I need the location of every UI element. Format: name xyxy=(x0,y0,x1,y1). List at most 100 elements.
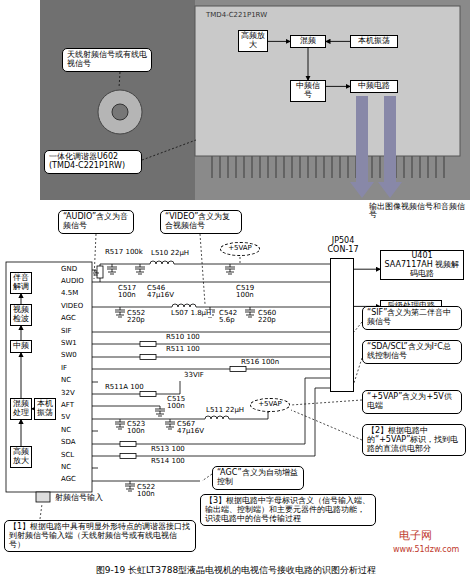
part-label: L511 22μH xyxy=(205,407,245,414)
pin-name: NC xyxy=(60,464,72,471)
pin-name: 5V xyxy=(60,414,71,421)
pin-name: SIF xyxy=(60,328,73,335)
part-label: C519 100n xyxy=(235,285,261,300)
pin-name: AGC xyxy=(60,315,77,322)
part-label: R511 100 xyxy=(165,346,201,353)
node-text: CON-17 xyxy=(317,246,369,255)
part-label: R514 100 xyxy=(150,458,186,465)
wires xyxy=(6,261,330,502)
block-box: 中频 xyxy=(10,340,32,353)
part-label: C546 47μ16V xyxy=(146,285,180,300)
node-text: 伴音解调 xyxy=(13,274,29,292)
part-label: R516 100n xyxy=(240,359,280,366)
node-text: 天线射频信号或有线电视信号 xyxy=(67,51,147,69)
tuner-pins xyxy=(205,156,445,178)
node-text: 【1】根据电路中具有明显外形特点的调谐器接口找到射频信号输入端（天线射频信号或有… xyxy=(9,523,191,549)
node-text: U401 xyxy=(383,252,461,261)
signal-arrow xyxy=(326,41,350,42)
node-text: “AGC”含义为自动增益控制 xyxy=(217,469,299,487)
signal-arrow xyxy=(326,86,350,87)
pin-name: 32V xyxy=(60,390,76,397)
callout-box: 一体化调谐器U602 (TMD4-C221P1RW) xyxy=(44,150,142,174)
pin-name: VIDEO xyxy=(60,303,84,310)
pin-name: AFT xyxy=(60,402,75,409)
node-text: 【2】根据电路中的“+5VAP”标识，找到电路的直流供电部分 xyxy=(367,427,461,453)
watermark: 电子网 xyxy=(398,530,433,542)
callout-box: “SDA/SCL”含义为I²C总线控制信号 xyxy=(362,340,462,364)
part-label: 输出图像视频信号和音频信号 xyxy=(368,203,468,220)
callout-box: “VIDEO”含义为复合视频信号 xyxy=(160,210,242,234)
pin-name: 4.5M xyxy=(60,290,79,297)
node-text: SAA7117AH 视频解码电路 xyxy=(383,261,461,279)
block-box: 高频放大 xyxy=(238,30,268,52)
part-label: R511A 100 xyxy=(104,384,145,391)
photo-ground xyxy=(40,0,470,200)
rf-input-jack xyxy=(36,492,50,502)
signal-arrow xyxy=(354,269,380,270)
node-text: 中频 xyxy=(13,342,29,351)
connector-heading: JP504CON-17 xyxy=(317,237,369,255)
part-label: 33VIF xyxy=(183,372,205,379)
capacitor-symbol xyxy=(107,264,255,491)
node-text: 混频处理 xyxy=(13,400,29,418)
block-box: 中频信号 xyxy=(290,80,326,102)
block-box: 本机振荡 xyxy=(34,398,56,420)
block-box: 混频处理 xyxy=(10,398,32,420)
resistor-symbol xyxy=(230,367,246,372)
signal-arrow xyxy=(21,420,22,446)
part-label: C523 100n xyxy=(126,421,152,436)
node-text: “SDA/SCL”含义为I²C总线控制信号 xyxy=(367,343,457,361)
node-text: 中频信号 xyxy=(293,82,323,100)
resistor-symbol xyxy=(120,454,136,459)
pin-name: AGC xyxy=(60,476,77,483)
node-text: “+5VAP”含义为+5V供电端 xyxy=(367,393,457,411)
resistor-symbol xyxy=(120,442,136,447)
output-arrow xyxy=(350,96,374,198)
pin-name: GND xyxy=(60,266,78,273)
resistor-symbol xyxy=(140,342,156,347)
pin-name: SW0 xyxy=(60,352,78,359)
node-text: 本机振荡 xyxy=(37,400,53,418)
connector-box: JP504CON-17 xyxy=(330,258,354,392)
part-label: C560 220p xyxy=(257,310,283,325)
node-text: 【3】根据电路中字母标识含义（信号输入端、输出端、控制端）和主要元器件的电路功能… xyxy=(205,497,371,523)
resistor-symbol xyxy=(97,266,103,278)
callout-box: 【1】根据电路中具有明显外形特点的调谐器接口找到射频信号输入端（天线射频信号或有… xyxy=(4,520,196,552)
signal-arrow xyxy=(21,294,22,304)
pin-name: NC xyxy=(60,427,72,434)
tuner-body xyxy=(195,6,460,156)
part-label: R517 100k xyxy=(104,249,144,256)
resistor-symbol xyxy=(140,355,156,360)
output-arrow xyxy=(378,96,402,198)
part-label: C542 5.6p xyxy=(218,310,244,325)
part-label: TMD4-C221P1RW xyxy=(205,12,268,19)
part-label: C522 100n xyxy=(136,484,162,499)
callout-box: 天线射频信号或有线电视信号 xyxy=(62,48,152,72)
pin-name: SCL xyxy=(60,452,75,459)
net-ellipse: +5VAP xyxy=(220,242,260,256)
callout-box: 【2】根据电路中的“+5VAP”标识，找到电路的直流供电部分 xyxy=(362,424,466,456)
node-text: “VIDEO”含义为复合视频信号 xyxy=(165,213,237,231)
antenna-socket xyxy=(98,90,142,134)
callout-box: 【3】根据电路中字母标识含义（信号输入端、输出端、控制端）和主要元器件的电路功能… xyxy=(200,494,376,526)
node-text: 一体化调谐器U602 (TMD4-C221P1RW) xyxy=(49,153,137,171)
node-text: JP504 xyxy=(317,237,369,246)
node-text: 中频电路 xyxy=(353,82,395,91)
node-text: 视频检波 xyxy=(13,306,29,324)
watermark: www.51dzw.com xyxy=(392,546,460,554)
wire xyxy=(92,261,330,481)
block-box: 混频 xyxy=(290,35,326,48)
part-label: L510 22μH xyxy=(150,250,190,257)
part-label: C567 47μ16V xyxy=(176,421,210,436)
pin-name: AUDIO xyxy=(60,278,85,285)
part-label: C552 220p xyxy=(126,310,152,325)
signal-arrow xyxy=(21,326,22,340)
node-text: 本机振荡 xyxy=(353,37,395,46)
signal-arrow xyxy=(308,48,309,80)
block-box: 伴音解调 xyxy=(10,272,32,294)
node-text: 高频放大 xyxy=(241,32,265,50)
block-box: 中频电路 xyxy=(350,80,398,93)
part-label: 射频信号输入 xyxy=(54,494,104,502)
node-text: 混频 xyxy=(293,37,323,46)
